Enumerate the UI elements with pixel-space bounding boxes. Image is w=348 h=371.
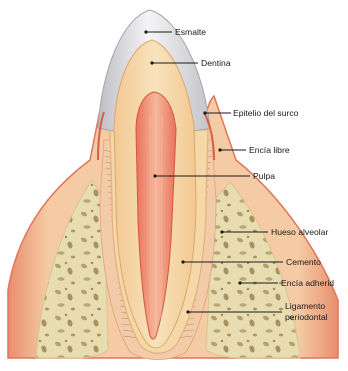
label-encia-libre: Encía libre bbox=[249, 145, 290, 155]
label-ligamento: Ligamento bbox=[285, 301, 325, 311]
label-encia-adherida: Encía adherid bbox=[281, 278, 334, 288]
label-dentina: Dentina bbox=[201, 58, 231, 68]
label-pulpa: Pulpa bbox=[253, 171, 275, 181]
label-periodontal: periodontal bbox=[285, 312, 328, 322]
label-cemento: Cemento bbox=[286, 257, 321, 267]
label-esmalte: Esmalte bbox=[175, 27, 206, 37]
label-epitelio-del-surco: Epitelio del surco bbox=[233, 108, 299, 118]
label-hueso-alveolar: Hueso alveolar bbox=[271, 227, 328, 237]
